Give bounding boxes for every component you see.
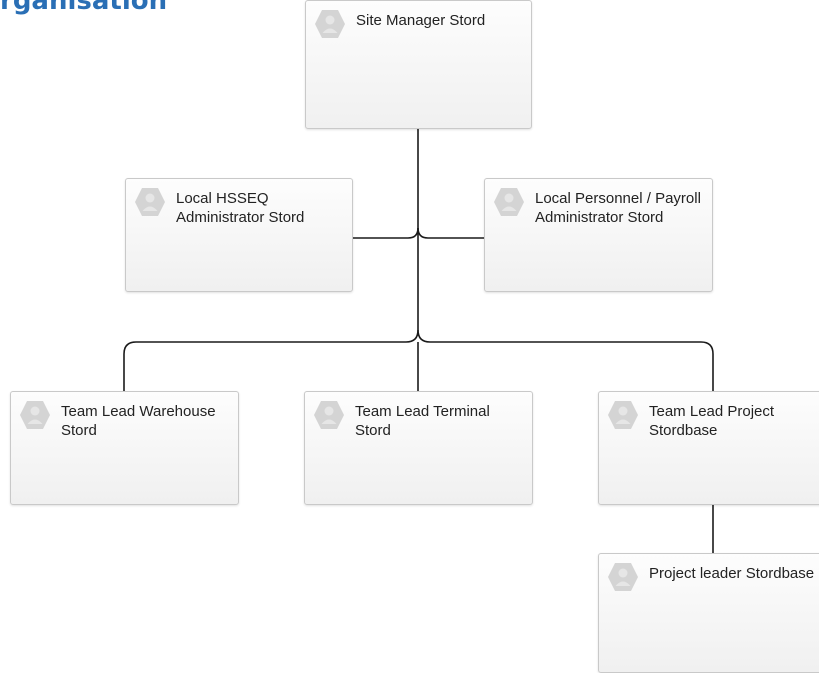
node-site-manager[interactable]: Site Manager Stord (305, 0, 532, 129)
connector-bus-left (123, 329, 419, 391)
node-payroll-administrator[interactable]: Local Personnel / Payroll Administrator … (484, 178, 713, 292)
node-label: Local Personnel / Payroll Administrator … (535, 190, 701, 226)
node-label: Site Manager Stord (356, 12, 486, 29)
node-label: Team Lead Warehouse Stord (61, 403, 216, 439)
node-team-lead-warehouse[interactable]: Team Lead Warehouse Stord (10, 391, 239, 505)
node-hsseq-administrator[interactable]: Local HSSEQ Administrator Stord (125, 178, 353, 292)
hexagon-avatar-icon (494, 188, 524, 216)
page-title: rganisation (0, 0, 168, 16)
hexagon-avatar-icon (608, 401, 638, 429)
node-label: Project leader Stordbase (649, 565, 815, 582)
hexagon-avatar-icon (135, 188, 165, 216)
node-label: Team Lead Terminal Stord (355, 403, 490, 439)
connector-hsseq (353, 227, 419, 239)
node-label: Local HSSEQ Administrator Stord (176, 190, 305, 226)
hexagon-avatar-icon (20, 401, 50, 429)
hexagon-avatar-icon (608, 563, 638, 591)
hexagon-avatar-icon (315, 10, 345, 38)
node-project-leader[interactable]: Project leader Stordbase (598, 553, 819, 673)
hexagon-avatar-icon (314, 401, 344, 429)
connector-bus-right (417, 329, 714, 391)
node-team-lead-project[interactable]: Team Lead Project Stordbase (598, 391, 819, 505)
connector-payroll (417, 227, 484, 239)
node-label: Team Lead Project Stordbase (649, 403, 775, 439)
node-team-lead-terminal[interactable]: Team Lead Terminal Stord (304, 391, 533, 505)
